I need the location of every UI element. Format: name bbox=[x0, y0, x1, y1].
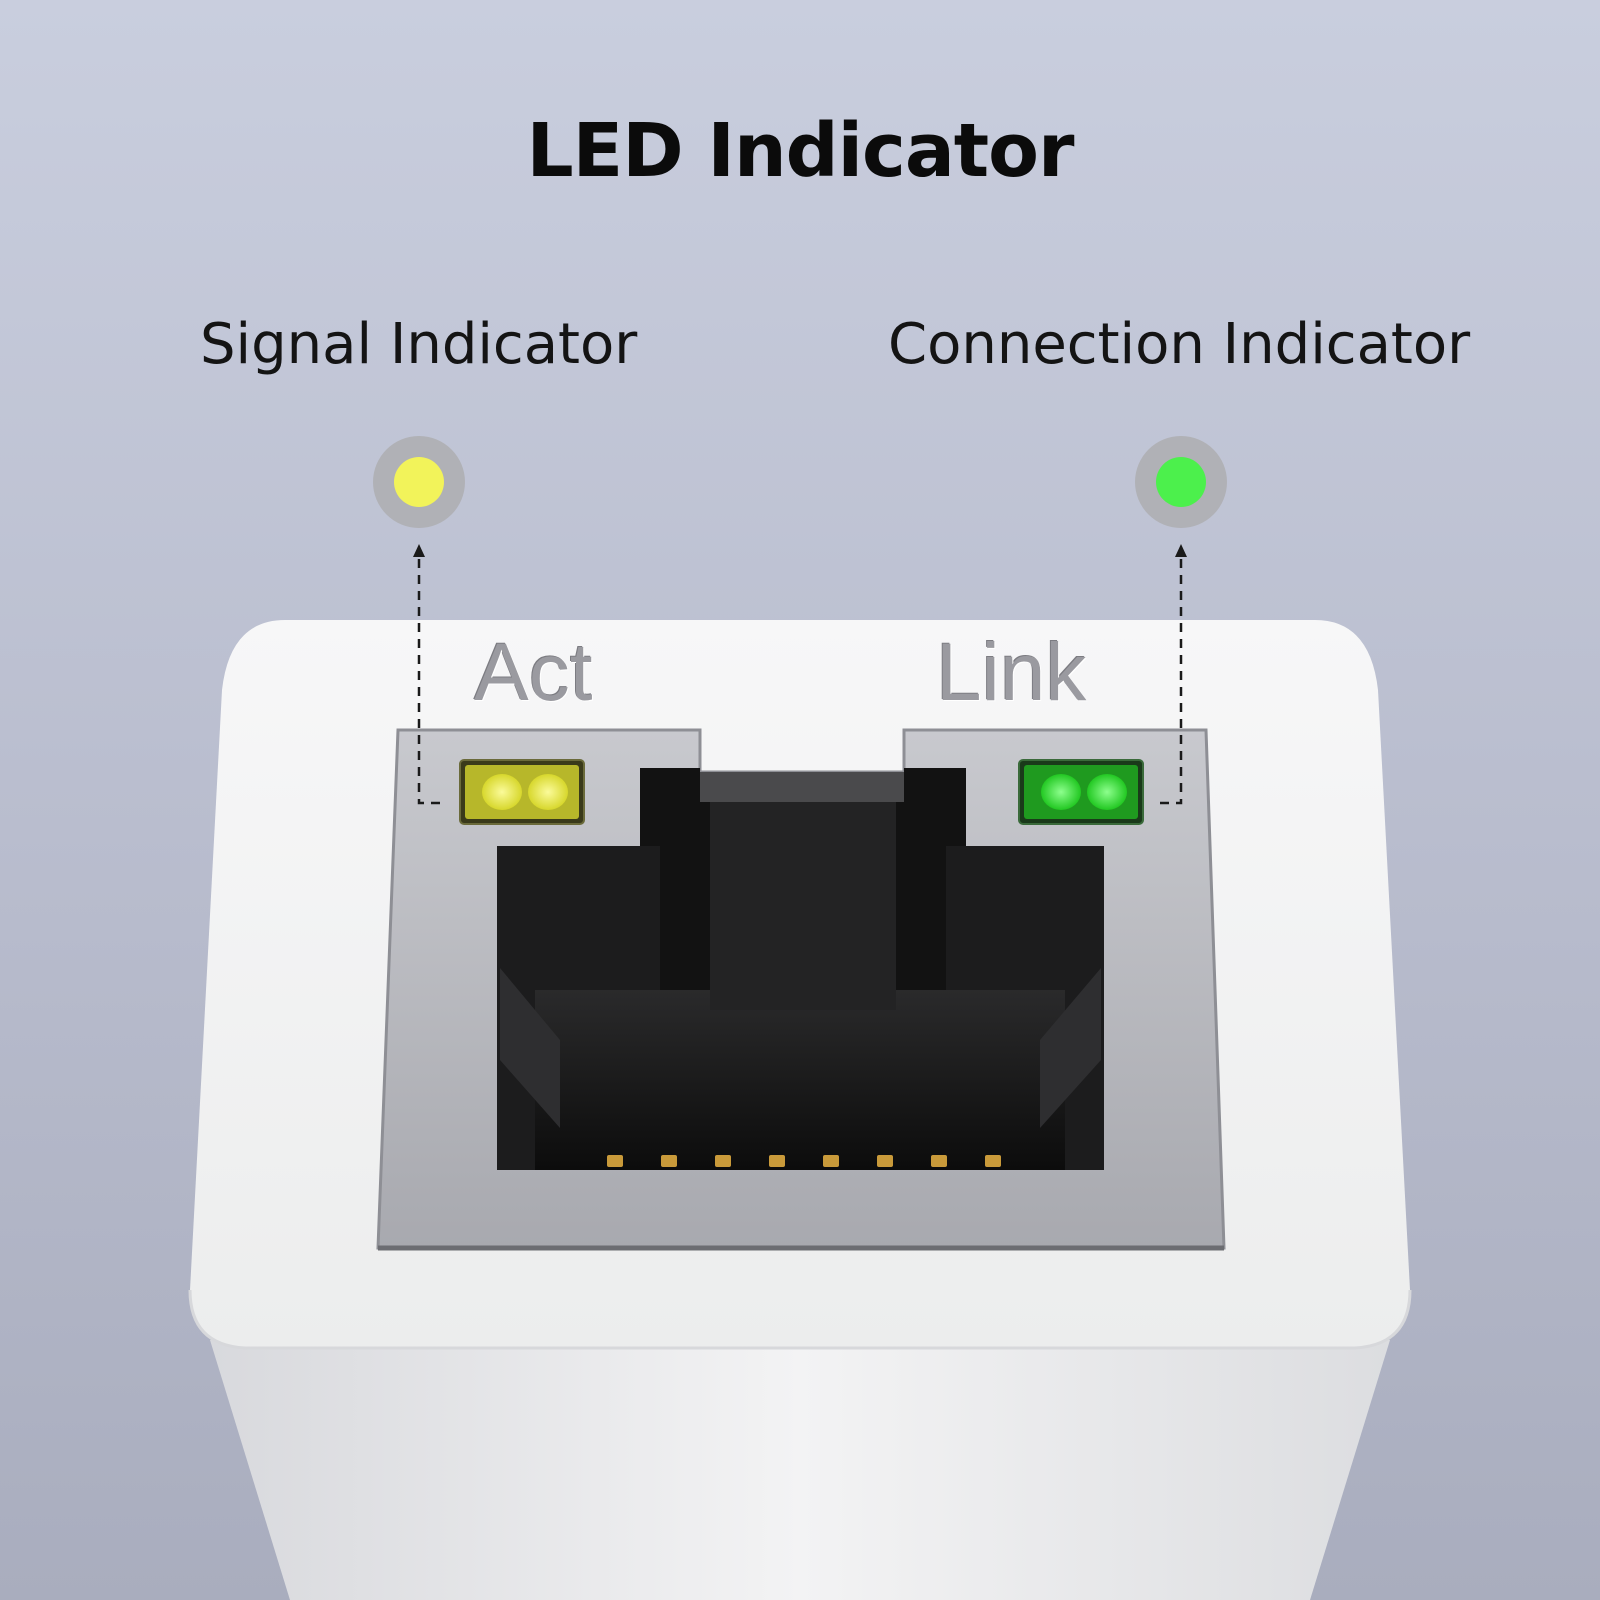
pin bbox=[769, 1155, 785, 1167]
pin bbox=[877, 1155, 893, 1167]
page-title: LED Indicator bbox=[526, 108, 1075, 194]
connection-indicator-label: Connection Indicator bbox=[888, 312, 1471, 377]
pin bbox=[985, 1155, 1001, 1167]
connection-leader-line bbox=[1160, 558, 1183, 805]
pin bbox=[715, 1155, 731, 1167]
pin bbox=[931, 1155, 947, 1167]
contact-pins bbox=[607, 1155, 1001, 1167]
link-port-label: Link bbox=[936, 627, 1087, 718]
adapter-neck bbox=[210, 1340, 1390, 1600]
signal-leader-line bbox=[417, 558, 440, 805]
signal-leader-arrow bbox=[413, 544, 425, 557]
connection-leader-arrow bbox=[1175, 544, 1187, 557]
act-led bbox=[459, 759, 585, 825]
act-port-label: Act bbox=[474, 627, 593, 718]
signal-indicator-dot bbox=[373, 436, 465, 528]
connection-indicator-dot bbox=[1135, 436, 1227, 528]
pin bbox=[607, 1155, 623, 1167]
pin bbox=[661, 1155, 677, 1167]
signal-indicator-label: Signal Indicator bbox=[200, 312, 638, 377]
link-led bbox=[1018, 759, 1144, 825]
pin bbox=[823, 1155, 839, 1167]
